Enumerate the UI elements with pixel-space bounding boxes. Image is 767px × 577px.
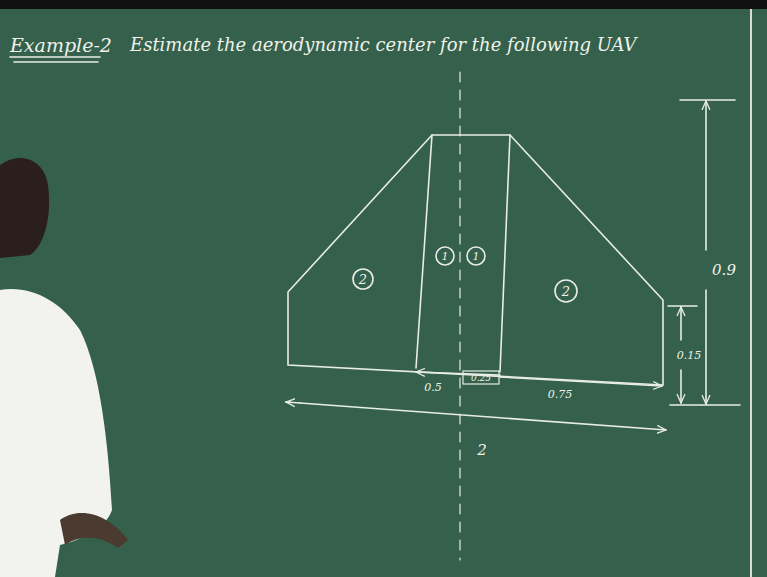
callout-circle [436, 247, 454, 265]
dimension-arrow [286, 402, 300, 403]
center-line [459, 72, 460, 560]
dimension-arrow [705, 101, 707, 250]
extension-line [680, 99, 735, 101]
panel-line [416, 135, 432, 368]
underline [10, 56, 100, 58]
callout-number: 1 [442, 251, 449, 262]
dimension-label: 0.75 [548, 389, 573, 400]
dimension-arrow [705, 290, 707, 404]
dimension-arrow [680, 370, 682, 403]
callout-circle [353, 269, 373, 289]
callout-number: 2 [359, 273, 367, 286]
problem-statement: Estimate the aerodynamic center for the … [130, 36, 637, 54]
callout-number: 1 [473, 251, 480, 262]
dimension-label: 0.9 [712, 263, 736, 278]
dimension-label: 0.15 [677, 350, 702, 361]
presenter [0, 158, 128, 577]
dimension-box [463, 371, 499, 384]
dimension-arrow [500, 377, 662, 386]
dimension-label: 2 [477, 443, 487, 458]
panel-line [500, 135, 510, 372]
dimension-label: 0.5 [424, 382, 442, 393]
dimension-arrow [680, 307, 682, 340]
callout-number: 2 [562, 285, 570, 298]
extension-line [670, 404, 740, 406]
board-frame [0, 0, 767, 9]
dimension-label: 0.25 [471, 374, 491, 383]
board-edge [750, 9, 752, 577]
wing-outline [288, 135, 663, 385]
callout-circle [555, 280, 577, 302]
callout-circle [467, 247, 485, 265]
dimension-arrow [300, 403, 666, 430]
example-title: Example-2 [10, 36, 112, 55]
underline [14, 61, 98, 63]
extension-line [668, 305, 697, 307]
